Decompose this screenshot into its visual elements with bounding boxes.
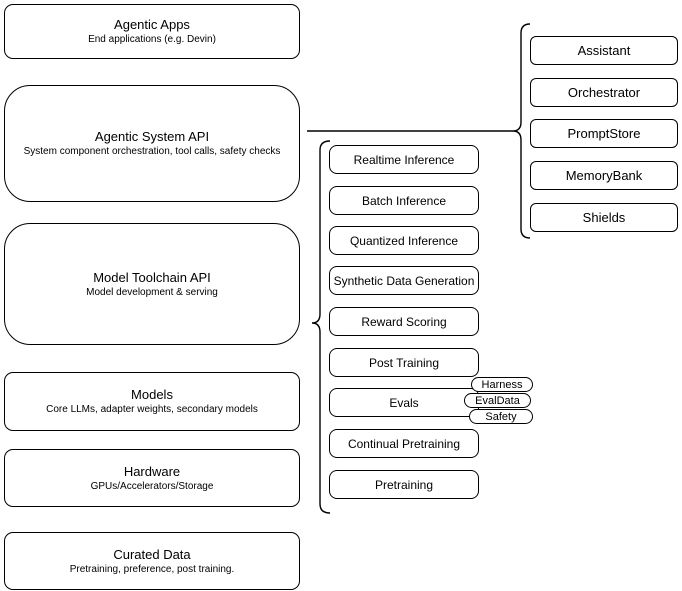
node-memorybank: MemoryBank: [530, 161, 678, 190]
tag-safety: Safety: [469, 409, 533, 424]
node-agentic-apps: Agentic Apps End applications (e.g. Devi…: [4, 4, 300, 59]
box-subtitle: GPUs/Accelerators/Storage: [90, 480, 214, 492]
components-group-brace: [512, 23, 531, 239]
box-title: Models: [131, 387, 173, 402]
node-continual-pretraining: Continual Pretraining: [329, 429, 479, 458]
box-title: Curated Data: [113, 546, 191, 562]
box-subtitle: Model development & serving: [86, 286, 218, 298]
box-title: Agentic System API: [94, 129, 210, 144]
box-title: Agentic Apps: [114, 17, 190, 32]
node-reward-scoring: Reward Scoring: [329, 307, 479, 336]
box-subtitle: Core LLMs, adapter weights, secondary mo…: [46, 404, 258, 415]
node-curated-data: Curated Data Pretraining, preference, po…: [4, 532, 300, 590]
node-evals: Evals: [329, 388, 479, 417]
node-batch-inference: Batch Inference: [329, 186, 479, 215]
box-title: Hardware: [123, 463, 181, 479]
box-title: Model Toolchain API: [93, 269, 211, 285]
tag-harness: Harness: [471, 377, 533, 392]
node-model-toolchain-api: Model Toolchain API Model development & …: [4, 223, 300, 345]
node-pretraining: Pretraining: [329, 470, 479, 499]
node-assistant: Assistant: [530, 36, 678, 65]
node-orchestrator: Orchestrator: [530, 78, 678, 107]
box-subtitle: System component orchestration, tool cal…: [23, 146, 281, 157]
node-realtime-inference: Realtime Inference: [329, 145, 479, 174]
node-shields: Shields: [530, 203, 678, 232]
node-promptstore: PromptStore: [530, 119, 678, 148]
node-models: Models Core LLMs, adapter weights, secon…: [4, 372, 300, 431]
node-post-training: Post Training: [329, 348, 479, 377]
tag-evaldata: EvalData: [464, 393, 531, 408]
node-synthetic-data-generation: Synthetic Data Generation: [329, 266, 479, 295]
toolchain-group-brace: [311, 140, 331, 514]
node-agentic-system-api: Agentic System API System component orch…: [4, 85, 300, 202]
node-quantized-inference: Quantized Inference: [329, 226, 479, 255]
box-subtitle: End applications (e.g. Devin): [88, 34, 216, 45]
node-hardware: Hardware GPUs/Accelerators/Storage: [4, 449, 300, 507]
box-subtitle: Pretraining, preference, post training.: [69, 563, 235, 575]
